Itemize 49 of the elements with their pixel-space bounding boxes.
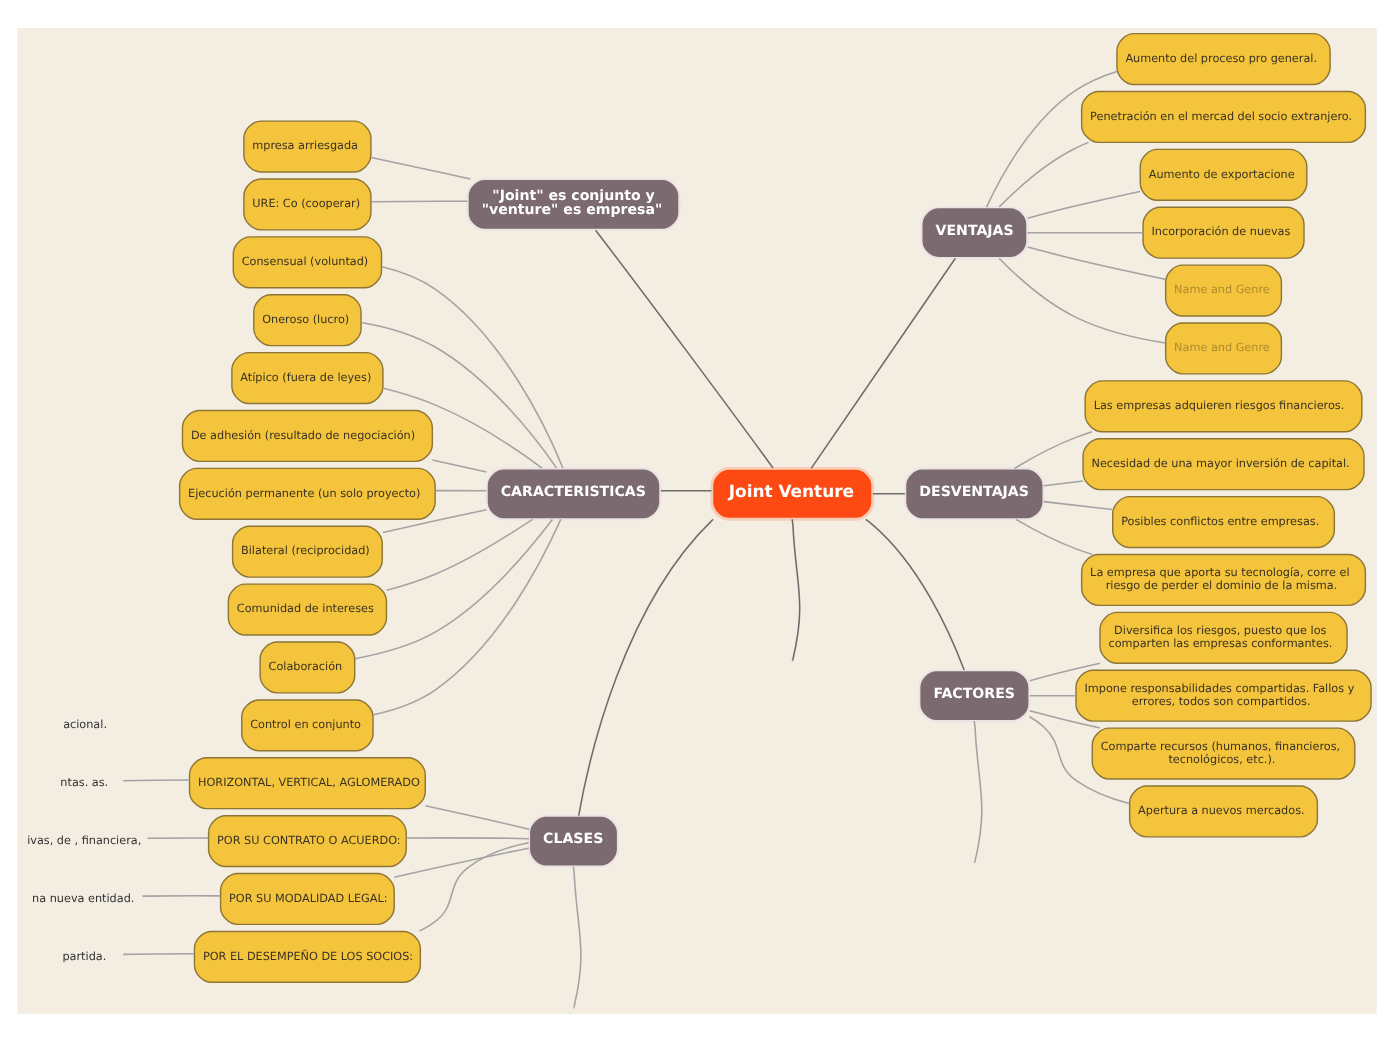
connector xyxy=(386,517,534,591)
connector xyxy=(360,320,558,468)
node-box: FACTORES xyxy=(918,668,1031,722)
connector xyxy=(141,894,222,896)
connector xyxy=(1013,430,1093,469)
connector xyxy=(864,517,965,670)
connector xyxy=(1015,517,1094,555)
connector xyxy=(146,836,210,838)
connector xyxy=(405,836,530,839)
connector xyxy=(973,719,983,863)
connector xyxy=(431,458,488,472)
connector xyxy=(872,492,906,494)
connector xyxy=(434,488,488,491)
connector xyxy=(1026,245,1166,279)
connector xyxy=(660,488,713,491)
connector xyxy=(1029,661,1101,681)
connector xyxy=(998,140,1090,207)
connector xyxy=(1026,189,1141,219)
node-box: "Joint" es conjunto y "venture" es empresa" xyxy=(466,177,681,230)
connector xyxy=(810,256,957,469)
node-box: CLASES xyxy=(527,813,619,867)
connector xyxy=(370,155,472,179)
connector xyxy=(998,256,1166,343)
connector xyxy=(1042,479,1084,486)
connector xyxy=(382,507,488,533)
connector xyxy=(985,69,1118,207)
connector xyxy=(791,517,801,661)
node-box: CARACTERISTICAS xyxy=(485,466,662,520)
connector xyxy=(577,517,714,816)
connector xyxy=(1028,714,1131,804)
connector xyxy=(122,951,196,955)
connector xyxy=(372,517,562,715)
connector xyxy=(572,864,582,1008)
connector xyxy=(594,228,774,468)
connector xyxy=(1026,230,1144,233)
node-box: DESVENTAJAS xyxy=(904,466,1045,520)
connector xyxy=(393,846,530,877)
connector xyxy=(418,841,530,931)
connector xyxy=(1042,499,1114,510)
connector xyxy=(354,517,554,659)
connector xyxy=(382,386,543,468)
connector xyxy=(424,803,530,829)
connector xyxy=(1029,693,1077,696)
connector xyxy=(1029,708,1101,728)
node-box: VENTAJAS xyxy=(920,205,1029,259)
connector xyxy=(370,199,469,202)
node-box: Joint Venture xyxy=(710,466,875,520)
connector xyxy=(381,265,564,468)
connector xyxy=(122,778,191,781)
